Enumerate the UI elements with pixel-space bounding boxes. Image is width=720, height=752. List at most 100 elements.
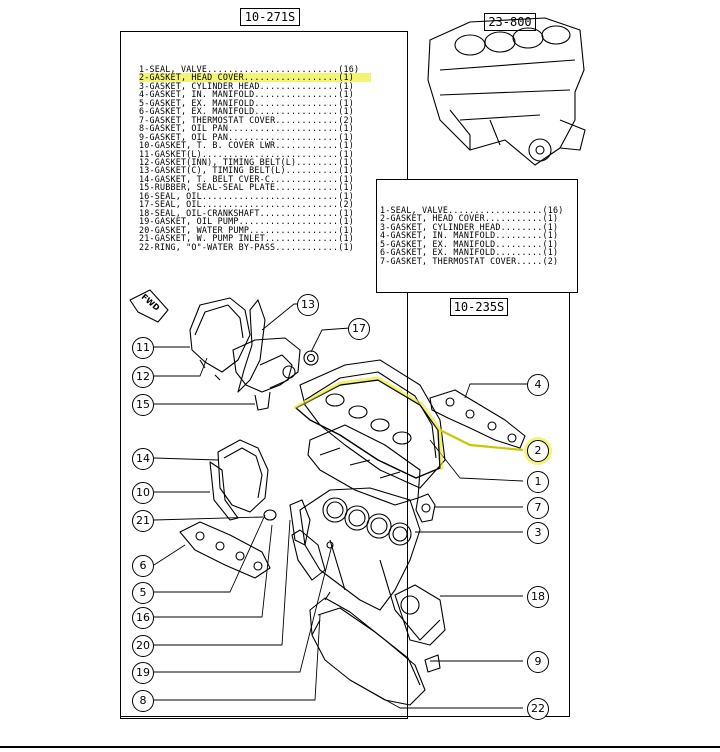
callout-4[interactable]: 4 [527, 374, 549, 396]
callout-13[interactable]: 13 [297, 294, 319, 316]
parts-list-item[interactable]: 11-GASKET(L)..........................(1… [139, 148, 371, 159]
part-qty: (1) [338, 148, 354, 159]
part-name: SEAL, VALVE [149, 64, 208, 74]
part-name: GASKET, T. B. COVER LWR [154, 140, 276, 151]
parts-list-item[interactable]: 21-GASKET, W. PUMP INLET..............(1… [139, 234, 371, 242]
parts-list-item[interactable]: 5-GASKET, EX. MANIFOLD................(1… [139, 99, 371, 107]
engine-block-illustration [427, 17, 586, 166]
callout-11[interactable]: 11 [132, 337, 154, 359]
parts-list-item[interactable]: 7-GASKET, THERMOSTAT COVER............(2… [139, 114, 371, 125]
parts-list-item[interactable]: 3-GASKET, CYLINDER HEAD........(1) [380, 223, 576, 231]
parts-list-item[interactable]: 19-GASKET, OIL PUMP...................(1… [139, 217, 371, 225]
part-number: 12 [139, 156, 150, 167]
leader-dots: ......................... [207, 64, 339, 74]
part-separator: - [149, 140, 155, 151]
part-separator: - [149, 173, 155, 184]
callout-12[interactable]: 12 [132, 366, 154, 388]
callout-1[interactable]: 1 [527, 471, 549, 493]
part-number: 16 [139, 190, 150, 201]
parts-list-item[interactable]: 12-GASKET(INN), TIMING BELT(L)........(1… [139, 158, 371, 166]
parts-list-item[interactable]: 4-GASKET, IN. MANIFOLD.........(1) [380, 231, 576, 239]
parts-list-item[interactable]: 6-GASKET, EX. MANIFOLD................(1… [139, 107, 371, 115]
parts-list-item[interactable]: 4-GASKET, IN. MANIFOLD................(1… [139, 90, 371, 98]
parts-list-item[interactable]: 13-GASKET(C), TIMING BELT(L)..........(1… [139, 166, 371, 174]
part-qty: (1) [338, 131, 354, 142]
part-qty: (1) [542, 221, 559, 232]
part-number: 4 [139, 89, 145, 100]
part-number: 17 [139, 199, 150, 210]
callout-22[interactable]: 22 [527, 698, 549, 720]
part-name: GASKET, OIL PAN [149, 123, 229, 134]
callout-2[interactable]: 2 [527, 440, 549, 462]
part-separator: - [385, 238, 391, 249]
part-name: GASKET, THERMOSTAT COVER [390, 255, 517, 266]
part-name: GASKET, OIL PUMP [154, 216, 239, 227]
leader-dots: ............ [275, 241, 339, 252]
callout-6[interactable]: 6 [132, 555, 154, 577]
callout-5[interactable]: 5 [132, 582, 154, 604]
parts-list-item[interactable]: 1-SEAL, VALVE..................(16) [380, 206, 576, 214]
part-separator: - [144, 114, 150, 125]
part-separator: - [385, 255, 391, 266]
part-name: SEAL, OIL [154, 199, 202, 210]
parts-list-item[interactable]: 20-GASKET, WATER PUMP.................(1… [139, 224, 371, 235]
leader-dots: ..................... [228, 123, 339, 134]
part-number: 3 [380, 221, 386, 232]
part-name: GASKET, OIL PAN [149, 131, 229, 142]
part-separator: - [144, 131, 150, 142]
callout-14[interactable]: 14 [132, 448, 154, 470]
part-number: 18 [139, 207, 150, 218]
bottom-rule [0, 746, 720, 748]
parts-list-item[interactable]: 22-RING, "O"-WATER BY-PASS............(1… [139, 241, 371, 252]
parts-list-item[interactable]: 3-GASKET, CYLINDER HEAD...............(1… [139, 82, 371, 90]
parts-list-item[interactable]: 8-GASKET, OIL PAN.....................(1… [139, 124, 371, 132]
callout-19[interactable]: 19 [132, 662, 154, 684]
callout-18[interactable]: 18 [527, 586, 549, 608]
parts-list-item[interactable]: 16-SEAL, OIL..........................(1… [139, 192, 371, 200]
leader-dots: ......... [495, 238, 543, 249]
parts-list-item[interactable]: 15-RUBBER, SEAL-SEAL PLATE............(1… [139, 183, 371, 191]
callout-20[interactable]: 20 [132, 635, 154, 657]
callout-15[interactable]: 15 [132, 394, 154, 416]
part-separator: - [385, 213, 391, 224]
ref-main-label: 10-271S [244, 10, 296, 24]
callout-3[interactable]: 3 [527, 522, 549, 544]
leader-dots: .............. [264, 233, 339, 244]
part-number: 15 [139, 182, 150, 193]
part-separator: - [149, 156, 155, 167]
parts-list-item[interactable]: 17-SEAL, OIL..........................(2… [139, 200, 371, 208]
parts-list-item[interactable]: 9-GASKET, OIL PAN.....................(1… [139, 131, 371, 142]
thermostat-gasket-illustration [415, 493, 436, 523]
parts-list-item[interactable]: 6-GASKET, EX. MANIFOLD.........(1) [380, 248, 576, 256]
part-name: GASKET, W. PUMP INLET [154, 233, 265, 244]
parts-list-item[interactable]: 7-GASKET, THERMOSTAT COVER.....(2) [380, 255, 576, 266]
part-qty: (1) [542, 247, 559, 258]
callout-17[interactable]: 17 [348, 318, 370, 340]
exhaust-gasket-illustration [179, 521, 271, 579]
part-separator: - [149, 199, 155, 210]
part-name: GASKET, EX. MANIFOLD [149, 97, 255, 108]
part-name: SEAL, OIL-CRANKSHAFT [154, 207, 260, 218]
parts-list-item[interactable]: 2-GASKET, HEAD COVER...........(1) [380, 214, 576, 222]
callout-8[interactable]: 8 [132, 690, 154, 712]
callout-16[interactable]: 16 [132, 607, 154, 629]
parts-list-item[interactable]: 10-GASKET, T. B. COVER LWR............(1… [139, 141, 371, 149]
callout-7[interactable]: 7 [527, 497, 549, 519]
parts-list-item[interactable]: 1-SEAL, VALVE.........................(1… [139, 65, 371, 73]
part-number: 19 [139, 216, 150, 227]
parts-list-item[interactable]: 5-GASKET, EX. MANIFOLD.........(1) [380, 240, 576, 248]
parts-list-item[interactable]: 18-SEAL, OIL-CRANKSHAFT...............(1… [139, 207, 371, 218]
part-number: 7 [139, 114, 145, 125]
part-number: 20 [139, 224, 150, 235]
part-number: 6 [380, 247, 386, 258]
callout-9[interactable]: 9 [527, 651, 549, 673]
parts-list-item[interactable]: 14-GASKET, T. BELT CVER-C.............(1… [139, 175, 371, 183]
callout-10[interactable]: 10 [132, 482, 154, 504]
part-number: 5 [380, 238, 386, 249]
part-number: 7 [380, 255, 386, 266]
ref-box-sub: 10-235S [450, 298, 508, 316]
parts-list-item[interactable]: 2-GASKET, HEAD COVER..................(1… [139, 73, 371, 82]
callout-21[interactable]: 21 [132, 510, 154, 532]
leader-dots: ..... [516, 255, 543, 266]
part-qty: (1) [338, 89, 354, 100]
